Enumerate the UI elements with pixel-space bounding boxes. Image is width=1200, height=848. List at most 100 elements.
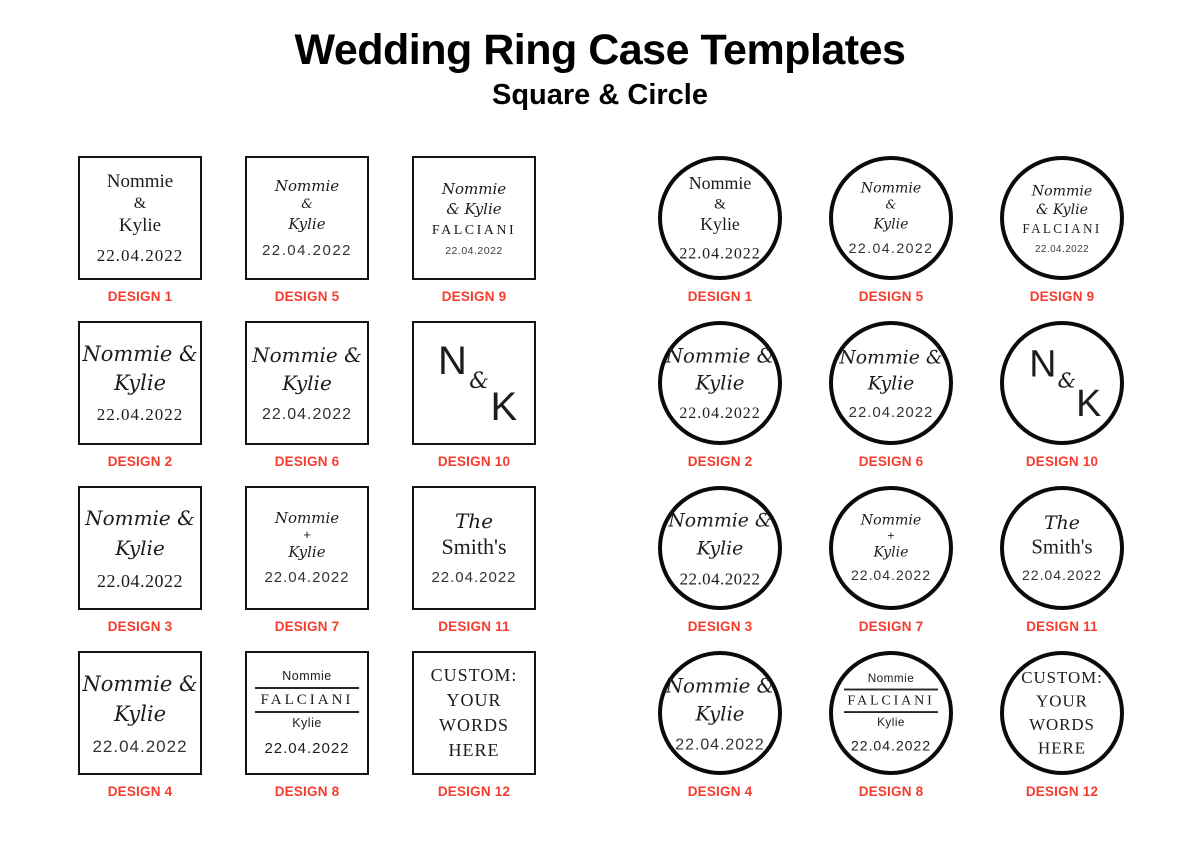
circle-frame: Nommie FALCIANI Kylie 22.04.2022 bbox=[829, 651, 953, 775]
design-11-content: The Smith's 22.04.2022 bbox=[414, 488, 534, 608]
name-text: Nommie bbox=[860, 179, 922, 197]
name-text: Kylie bbox=[877, 715, 905, 729]
template-card-design-6-circle: Nommie & Kylie 22.04.2022 DESIGN 6 bbox=[829, 321, 953, 469]
date-text: 22.04.2022 bbox=[261, 406, 353, 424]
ampersand-text: & bbox=[714, 196, 726, 213]
square-frame: Nommie FALCIANI Kylie 22.04.2022 bbox=[245, 651, 369, 775]
design-label: DESIGN 6 bbox=[858, 454, 924, 469]
name-text: Nommie & bbox=[665, 674, 775, 697]
name-text: Nommie bbox=[860, 511, 922, 529]
design-4-content: Nommie & Kylie 22.04.2022 bbox=[80, 653, 200, 773]
template-card-design-2-circle: Nommie & Kylie 22.04.2022 DESIGN 2 bbox=[658, 321, 782, 469]
template-card-design-10-circle: N & K DESIGN 10 bbox=[1000, 321, 1124, 469]
name-text: Nommie & bbox=[82, 342, 198, 367]
design-2-content: Nommie & Kylie 22.04.2022 bbox=[665, 328, 774, 437]
name-text: & Kylie bbox=[1036, 200, 1088, 218]
monogram: N & K bbox=[414, 323, 534, 443]
name-text: Nommie & bbox=[665, 344, 775, 368]
name-text: Kylie bbox=[867, 372, 915, 395]
name-text: Nommie bbox=[274, 509, 340, 528]
design-1-content: Nommie & Kylie 22.04.2022 bbox=[80, 158, 200, 278]
plus-text: + bbox=[887, 528, 895, 543]
template-card-design-4-square: Nommie & Kylie 22.04.2022 DESIGN 4 bbox=[78, 651, 202, 799]
monogram-letter: N bbox=[438, 339, 467, 384]
ampersand-text: & bbox=[885, 198, 897, 213]
date-text: 22.04.2022 bbox=[679, 403, 761, 422]
date-text: 22.04.2022 bbox=[445, 244, 503, 257]
surname-text: FALCIANI bbox=[1022, 222, 1102, 237]
custom-text: CUSTOM: bbox=[430, 664, 518, 685]
design-5-content: Nommie & Kylie 22.04.2022 bbox=[247, 158, 367, 278]
design-label: DESIGN 9 bbox=[1029, 289, 1095, 304]
template-card-design-5-circle: Nommie & Kylie 22.04.2022 DESIGN 5 bbox=[829, 156, 953, 304]
square-frame: CUSTOM: YOUR WORDS HERE bbox=[412, 651, 536, 775]
custom-text: YOUR bbox=[446, 689, 502, 710]
template-card-design-7-circle: Nommie + Kylie 22.04.2022 DESIGN 7 bbox=[829, 486, 953, 634]
name-text: Nommie bbox=[106, 171, 174, 193]
name-text: Nommie & bbox=[839, 345, 943, 369]
design-7-content: Nommie + Kylie 22.04.2022 bbox=[836, 493, 945, 602]
circle-frame: Nommie + Kylie 22.04.2022 bbox=[829, 486, 953, 610]
date-text: 22.04.2022 bbox=[848, 405, 934, 421]
design-label: DESIGN 11 bbox=[438, 619, 510, 634]
template-card-design-8-circle: Nommie FALCIANI Kylie 22.04.2022 DESIGN … bbox=[829, 651, 953, 799]
date-text: 22.04.2022 bbox=[92, 736, 188, 756]
design-label: DESIGN 10 bbox=[437, 454, 511, 469]
design-3-content: Nommie & Kylie 22.04.2022 bbox=[80, 488, 200, 608]
name-text: Kylie bbox=[873, 214, 909, 232]
date-text: 22.04.2022 bbox=[679, 243, 761, 262]
page-title: Wedding Ring Case Templates bbox=[294, 26, 906, 74]
custom-text: YOUR bbox=[1036, 691, 1088, 711]
circle-frame: Nommie & Kylie 22.04.2022 bbox=[658, 321, 782, 445]
design-label: DESIGN 4 bbox=[687, 784, 753, 799]
design-9-content: Nommie & Kylie FALCIANI 22.04.2022 bbox=[1007, 163, 1116, 272]
square-frame: N & K bbox=[412, 321, 536, 445]
name-text: Nommie & bbox=[85, 506, 195, 531]
design-label: DESIGN 7 bbox=[858, 619, 924, 634]
templates-content: Nommie & Kylie 22.04.2022 DESIGN 1 Nommi… bbox=[0, 156, 1200, 799]
date-text: 22.04.2022 bbox=[97, 571, 183, 592]
surname-text: FALCIANI bbox=[431, 223, 517, 239]
monogram: N & K bbox=[1007, 328, 1116, 437]
date-text: 22.04.2022 bbox=[848, 240, 934, 257]
design-label: DESIGN 11 bbox=[1026, 619, 1098, 634]
circle-frame: Nommie & Kylie 22.04.2022 bbox=[829, 321, 953, 445]
circle-frame: Nommie & Kylie 22.04.2022 bbox=[658, 156, 782, 280]
date-text: 22.04.2022 bbox=[1022, 567, 1102, 584]
custom-text: HERE bbox=[1038, 738, 1086, 758]
monogram-letter: K bbox=[490, 385, 518, 429]
design-label: DESIGN 5 bbox=[274, 289, 340, 304]
square-frame: Nommie + Kylie 22.04.2022 bbox=[245, 486, 369, 610]
monogram-letter: K bbox=[1076, 383, 1102, 425]
name-text: Nommie & bbox=[82, 671, 198, 696]
name-text: Kylie bbox=[696, 536, 744, 560]
date-text: 22.04.2022 bbox=[851, 737, 931, 754]
design-label: DESIGN 10 bbox=[1025, 454, 1099, 469]
name-text: Kylie bbox=[695, 371, 745, 395]
monogram-ampersand: & bbox=[1057, 369, 1077, 394]
circle-templates-grid: Nommie & Kylie 22.04.2022 DESIGN 1 Nommi… bbox=[658, 156, 1124, 799]
design-1-content: Nommie & Kylie 22.04.2022 bbox=[665, 163, 774, 272]
template-card-design-12-circle: CUSTOM: YOUR WORDS HERE DESIGN 12 bbox=[1000, 651, 1124, 799]
design-12-content: CUSTOM: YOUR WORDS HERE bbox=[414, 653, 534, 773]
name-text: Nommie bbox=[282, 668, 332, 683]
design-label: DESIGN 5 bbox=[858, 289, 924, 304]
name-text: Kylie bbox=[873, 543, 909, 561]
design-5-content: Nommie & Kylie 22.04.2022 bbox=[836, 163, 945, 272]
template-card-design-6-square: Nommie & Kylie 22.04.2022 DESIGN 6 bbox=[245, 321, 369, 469]
header: Wedding Ring Case Templates Square & Cir… bbox=[0, 0, 1200, 112]
name-text: Kylie bbox=[113, 702, 167, 727]
design-4-content: Nommie & Kylie 22.04.2022 bbox=[665, 658, 774, 767]
design-label: DESIGN 2 bbox=[687, 454, 753, 469]
design-label: DESIGN 3 bbox=[107, 619, 173, 634]
date-text: 22.04.2022 bbox=[431, 568, 517, 586]
design-label: DESIGN 7 bbox=[274, 619, 340, 634]
design-9-content: Nommie & Kylie FALCIANI 22.04.2022 bbox=[414, 158, 534, 278]
design-label: DESIGN 12 bbox=[1025, 784, 1099, 799]
custom-text: WORDS bbox=[1029, 714, 1095, 734]
surname-text: FALCIANI bbox=[844, 688, 938, 713]
template-card-design-9-circle: Nommie & Kylie FALCIANI 22.04.2022 DESIG… bbox=[1000, 156, 1124, 304]
family-name-text: Smith's bbox=[441, 534, 507, 560]
design-label: DESIGN 9 bbox=[441, 289, 507, 304]
square-frame: The Smith's 22.04.2022 bbox=[412, 486, 536, 610]
